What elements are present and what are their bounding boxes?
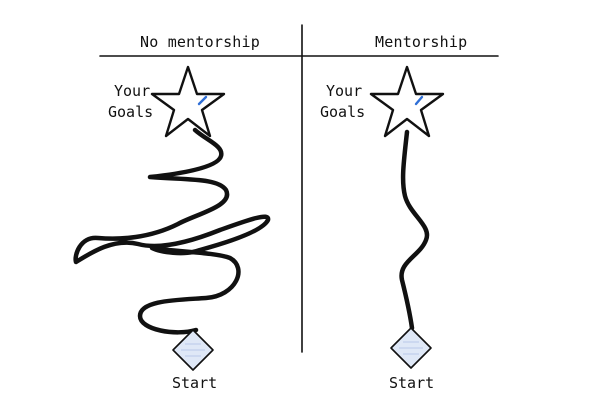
right-goal-label: Your Goals: [320, 81, 365, 123]
right-star-accent-icon: [414, 95, 424, 106]
mentorship-path: [399, 129, 430, 331]
left-goal-line1: Your: [114, 82, 151, 100]
left-goal-star-icon: [150, 65, 226, 138]
left-star-accent-icon: [197, 95, 208, 106]
right-goal-line1: Your: [326, 82, 363, 100]
left-goal-line2: Goals: [108, 103, 154, 121]
right-start-label: Start: [389, 374, 435, 392]
mentorship-heading: Mentorship: [375, 33, 468, 51]
left-start-label: Start: [172, 374, 218, 392]
right-goal-line2: Goals: [320, 103, 366, 121]
no-mentorship-heading: No mentorship: [140, 33, 260, 51]
left-goal-label: Your Goals: [108, 81, 153, 123]
right-goal-star-icon: [369, 65, 445, 138]
no-mentorship-path: [73, 127, 271, 335]
